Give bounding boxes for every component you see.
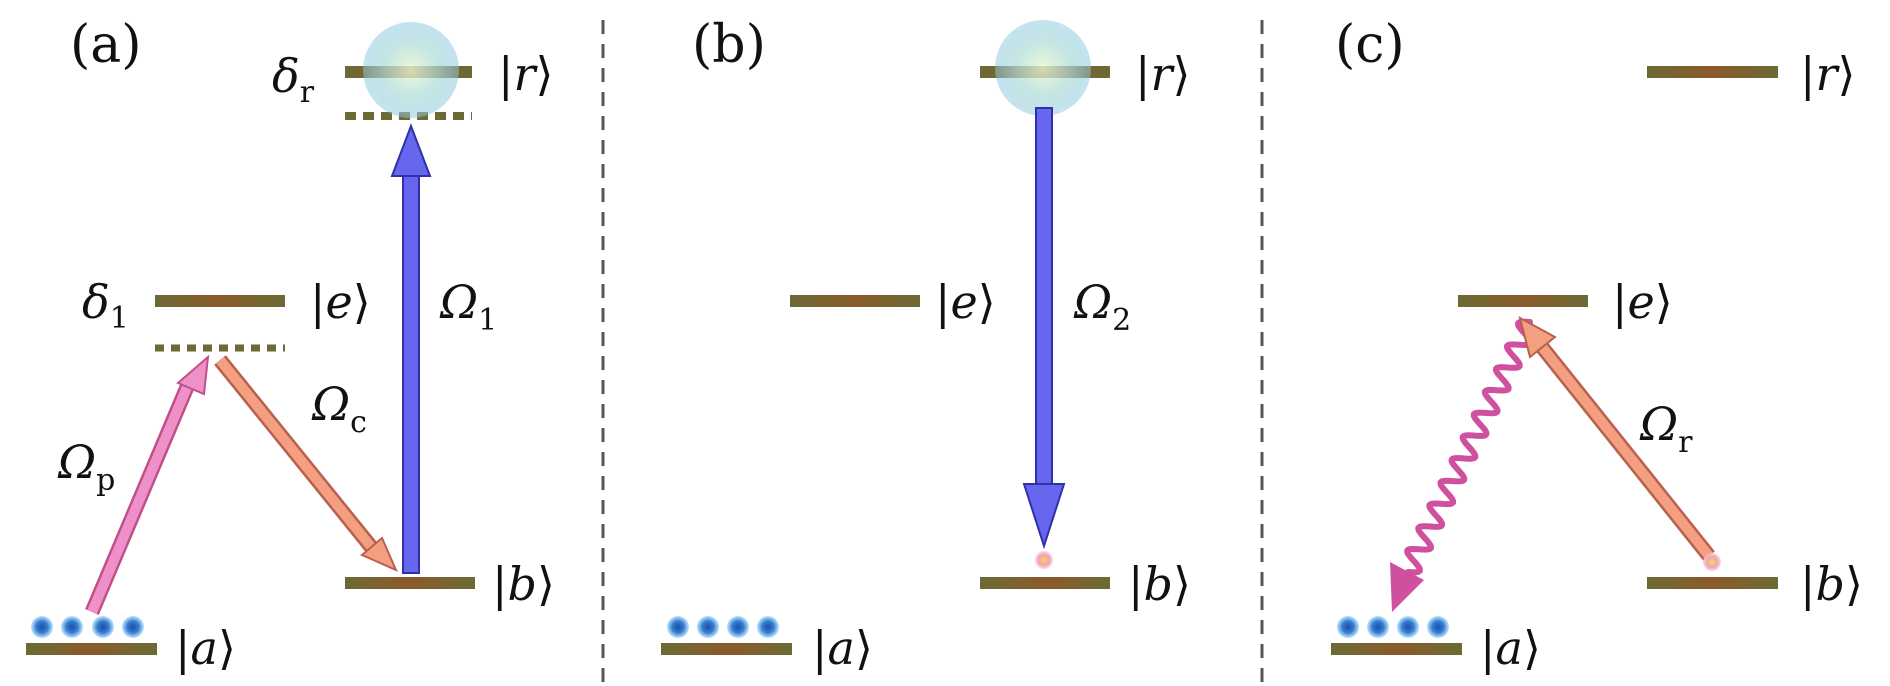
ket-e-c: |e⟩ <box>1612 275 1673 329</box>
atom <box>697 616 719 638</box>
ket-e-b: |e⟩ <box>935 275 996 329</box>
ket-e-a: |e⟩ <box>310 275 371 329</box>
atom <box>61 616 83 638</box>
detuning-1: δ1 <box>82 275 129 336</box>
atom <box>1397 616 1419 638</box>
level-b-b <box>980 577 1110 589</box>
arrow-pump <box>85 354 210 615</box>
ket-r-a: |r⟩ <box>498 47 553 101</box>
atom <box>122 616 144 638</box>
panel-label-a: (a) <box>70 15 142 75</box>
rabi-r: Ωr <box>1639 397 1693 460</box>
detuning-r: δr <box>272 49 315 110</box>
level-r-c <box>1647 66 1778 78</box>
level-a-b <box>661 643 792 655</box>
level-e-a <box>155 295 285 307</box>
excitation-dot <box>1703 553 1721 571</box>
atom <box>667 616 689 638</box>
level-b-c <box>1647 577 1778 589</box>
rydberg-excitation-glow <box>363 22 459 118</box>
atom <box>757 616 779 638</box>
level-b-a <box>345 577 475 589</box>
rabi-p: Ωp <box>57 435 115 498</box>
atom <box>1337 616 1359 638</box>
panel-b: (b) |r⟩ |e⟩ |b⟩ |a⟩ Ω2 <box>661 15 1191 675</box>
atom <box>1427 616 1449 638</box>
atom <box>31 616 53 638</box>
rabi-2: Ω2 <box>1073 275 1131 338</box>
ket-a-b: |a⟩ <box>812 621 873 675</box>
rabi-1: Ω1 <box>439 275 497 338</box>
ket-b-b: |b⟩ <box>1128 557 1191 611</box>
arrow-omega2 <box>1022 107 1066 550</box>
ket-r-c: |r⟩ <box>1800 47 1855 101</box>
level-e-c <box>1458 295 1588 307</box>
excitation-dot <box>1035 551 1053 569</box>
arrow-omega1 <box>390 123 432 574</box>
panel-label-b: (b) <box>692 15 766 75</box>
atom <box>1367 616 1389 638</box>
ket-a-a: |a⟩ <box>175 621 236 675</box>
rabi-c: Ωc <box>311 377 367 440</box>
arrow-spontaneous-decay <box>1390 318 1534 612</box>
arrow-omega-r <box>1518 316 1715 561</box>
arrow-coupling <box>214 355 398 572</box>
level-e-b <box>790 295 920 307</box>
ket-a-c: |a⟩ <box>1480 621 1541 675</box>
panel-c: (c) |r⟩ |e⟩ |b⟩ |a⟩ Ωr <box>1331 15 1863 675</box>
ket-b-c: |b⟩ <box>1800 557 1863 611</box>
ket-r-b: |r⟩ <box>1135 47 1190 101</box>
atom <box>92 616 114 638</box>
panel-label-c: (c) <box>1335 15 1405 75</box>
ket-b-a: |b⟩ <box>492 557 555 611</box>
level-a-c <box>1331 643 1462 655</box>
panel-a: (a) |r⟩ |e⟩ |b⟩ <box>26 15 555 675</box>
level-a-a <box>26 643 157 655</box>
rydberg-excitation-glow <box>995 20 1091 116</box>
atom <box>727 616 749 638</box>
